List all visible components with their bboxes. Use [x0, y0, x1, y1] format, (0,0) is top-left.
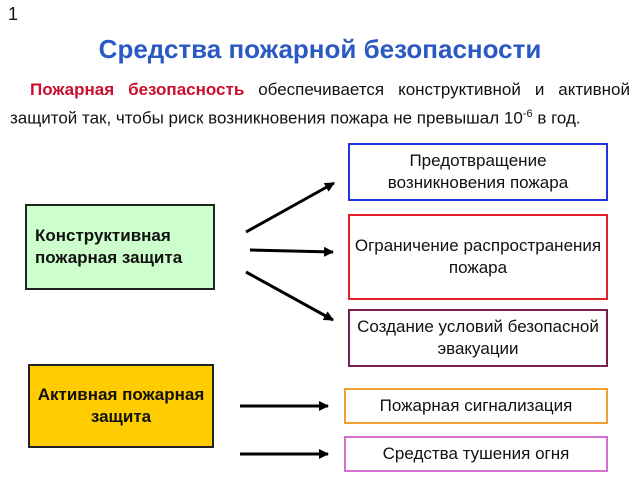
intro-exponent: -6 [522, 108, 533, 120]
slide-number: 1 [8, 4, 19, 24]
intro-text-1: обеспечивается конструктивной и активной… [10, 80, 630, 128]
page-title: Средства пожарной безопасности [98, 34, 542, 64]
intro-paragraph: Пожарная безопасность обеспечивается кон… [10, 78, 630, 131]
intro-highlight: Пожарная безопасность [30, 80, 245, 99]
alarm-box: Пожарная сигнализация [344, 388, 608, 424]
active-protection-box: Активная пожарная защита [28, 364, 214, 448]
prevention-box: Предотвращение возникновения пожара [348, 143, 608, 201]
intro-text-2: в год. [532, 108, 581, 128]
limitation-box: Ограничение распространения пожара [348, 214, 608, 300]
arrow-to-prevention [245, 181, 335, 234]
extinguishing-box: Средства тушения огня [344, 436, 608, 472]
evacuation-box: Создание условий безопасной эвакуации [348, 309, 608, 367]
arrow-to-limitation [249, 246, 334, 257]
arrow-to-evacuation [245, 270, 334, 322]
constructive-protection-box: Конструктивная пожарная защита [25, 204, 215, 290]
